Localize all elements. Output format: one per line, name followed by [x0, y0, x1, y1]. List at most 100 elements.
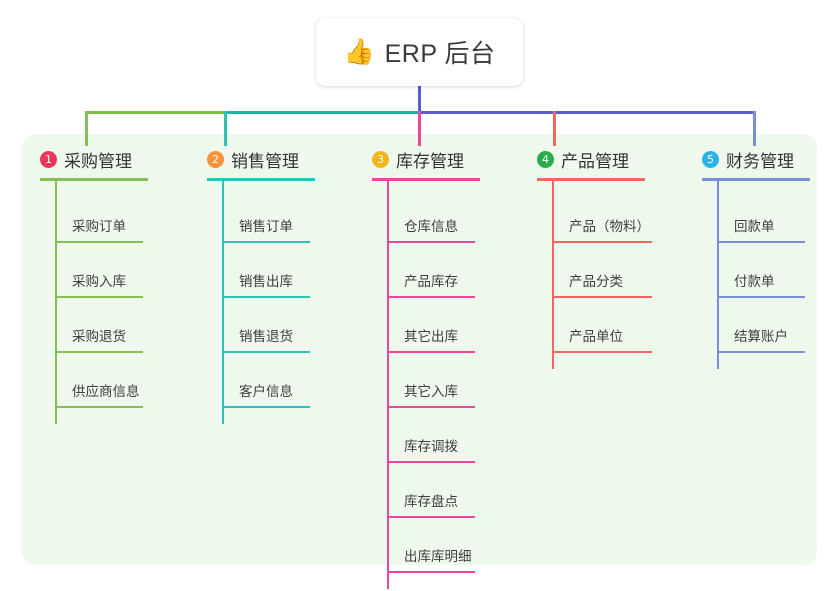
menu-item[interactable]: 结算账户 [717, 325, 805, 353]
drop-connector-1 [85, 111, 88, 146]
column-header-3[interactable]: 3 库存管理 [372, 146, 480, 172]
menu-item[interactable]: 产品单位 [552, 325, 652, 353]
menu-item[interactable]: 其它入库 [387, 380, 475, 408]
menu-item-rule [55, 406, 143, 408]
menu-item-label: 采购退货 [72, 329, 126, 344]
drop-connector-5 [753, 111, 756, 146]
menu-item-label: 回款单 [734, 219, 775, 234]
menu-item-rule [55, 351, 143, 353]
menu-item-label: 付款单 [734, 274, 775, 289]
column-spine-1 [55, 181, 57, 424]
column-3: 3 库存管理仓库信息产品库存其它出库其它入库库存调拨库存盘点出库库明细 [372, 146, 480, 591]
menu-item-label: 供应商信息 [72, 384, 140, 399]
menu-item-rule [387, 296, 475, 298]
menu-item-rule [387, 461, 475, 463]
menu-item[interactable]: 付款单 [717, 270, 805, 298]
menu-item-label: 销售订单 [239, 219, 293, 234]
column-items-1: 采购订单采购入库采购退货供应商信息 [40, 181, 148, 426]
root-stem-connector [418, 86, 421, 114]
menu-item-rule [387, 571, 475, 573]
menu-item[interactable]: 其它出库 [387, 325, 475, 353]
column-header-rule-1 [40, 178, 148, 181]
column-header-2[interactable]: 2 销售管理 [207, 146, 315, 172]
menu-item-label: 其它入库 [404, 384, 458, 399]
column-title-4: 产品管理 [561, 151, 629, 171]
column-items-4: 产品（物料） 产品分类产品单位 [537, 181, 652, 371]
root-node[interactable]: 👍 ERP 后台 [316, 18, 523, 86]
menu-item-rule [387, 241, 475, 243]
drop-connector-4 [553, 111, 556, 146]
column-5: 5 财务管理回款单付款单结算账户 [702, 146, 810, 371]
menu-item[interactable]: 仓库信息 [387, 215, 475, 243]
column-header-rule-4 [537, 178, 645, 181]
menu-item[interactable]: 回款单 [717, 215, 805, 243]
menu-item[interactable]: 产品（物料） [552, 215, 652, 243]
column-header-1[interactable]: 1 采购管理 [40, 146, 148, 172]
column-header-5[interactable]: 5 财务管理 [702, 146, 810, 172]
column-header-rule-3 [372, 178, 480, 181]
menu-item-rule [552, 351, 652, 353]
column-1: 1 采购管理采购订单采购入库采购退货供应商信息 [40, 146, 148, 426]
menu-item[interactable]: 销售出库 [222, 270, 310, 298]
column-title-3: 库存管理 [396, 151, 464, 171]
menu-item-label: 采购入库 [72, 274, 126, 289]
menu-item-label: 库存调拨 [404, 439, 458, 454]
menu-item[interactable]: 销售订单 [222, 215, 310, 243]
menu-item-label: 客户信息 [239, 384, 293, 399]
menu-item[interactable]: 出库库明细 [387, 545, 475, 573]
menu-item-label: 结算账户 [734, 329, 788, 344]
menu-item-rule [222, 406, 310, 408]
column-badge-2: 2 [207, 150, 224, 168]
menu-item-label: 产品（物料） [569, 219, 650, 234]
menu-item-label: 出库库明细 [404, 549, 472, 564]
menu-item[interactable]: 供应商信息 [55, 380, 143, 408]
column-spine-3 [387, 181, 389, 589]
menu-item-label: 产品分类 [569, 274, 623, 289]
menu-item-rule [717, 296, 805, 298]
menu-item[interactable]: 采购入库 [55, 270, 143, 298]
menu-item-label: 库存盘点 [404, 494, 458, 509]
root-node-title: ERP 后台 [384, 40, 496, 68]
column-title-2: 销售管理 [231, 151, 299, 171]
menu-item[interactable]: 库存盘点 [387, 490, 475, 518]
bus-segment-2 [224, 111, 418, 114]
thumbs-up-icon: 👍 [343, 37, 375, 66]
menu-item-label: 产品库存 [404, 274, 458, 289]
column-header-4[interactable]: 4 产品管理 [537, 146, 645, 172]
menu-item-rule [222, 351, 310, 353]
column-4: 4 产品管理产品（物料） 产品分类产品单位 [537, 146, 652, 371]
menu-item[interactable]: 销售退货 [222, 325, 310, 353]
column-items-2: 销售订单销售出库销售退货客户信息 [207, 181, 315, 426]
column-title-5: 财务管理 [726, 151, 794, 171]
bus-segment-3 [418, 111, 753, 114]
column-badge-5: 5 [702, 150, 719, 168]
menu-item-rule [55, 241, 143, 243]
menu-item[interactable]: 库存调拨 [387, 435, 475, 463]
menu-item-label: 产品单位 [569, 329, 623, 344]
column-items-3: 仓库信息产品库存其它出库其它入库库存调拨库存盘点出库库明细 [372, 181, 480, 591]
menu-item-rule [222, 296, 310, 298]
drop-connector-2 [224, 111, 227, 146]
menu-item[interactable]: 产品分类 [552, 270, 652, 298]
menu-item-rule [387, 516, 475, 518]
menu-item-rule [717, 351, 805, 353]
menu-item-rule [387, 406, 475, 408]
menu-item-rule [552, 241, 652, 243]
menu-item-rule [387, 351, 475, 353]
column-badge-3: 3 [372, 150, 389, 168]
menu-item[interactable]: 采购订单 [55, 215, 143, 243]
menu-item[interactable]: 产品库存 [387, 270, 475, 298]
menu-item[interactable]: 采购退货 [55, 325, 143, 353]
menu-item-rule [717, 241, 805, 243]
column-title-1: 采购管理 [64, 151, 132, 171]
menu-item-label: 销售出库 [239, 274, 293, 289]
column-badge-1: 1 [40, 150, 57, 168]
column-items-5: 回款单付款单结算账户 [702, 181, 810, 371]
column-header-rule-2 [207, 178, 315, 181]
column-badge-4: 4 [537, 150, 554, 168]
column-2: 2 销售管理销售订单销售出库销售退货客户信息 [207, 146, 315, 426]
menu-item[interactable]: 客户信息 [222, 380, 310, 408]
menu-item-label: 销售退货 [239, 329, 293, 344]
content-panel [22, 134, 817, 565]
